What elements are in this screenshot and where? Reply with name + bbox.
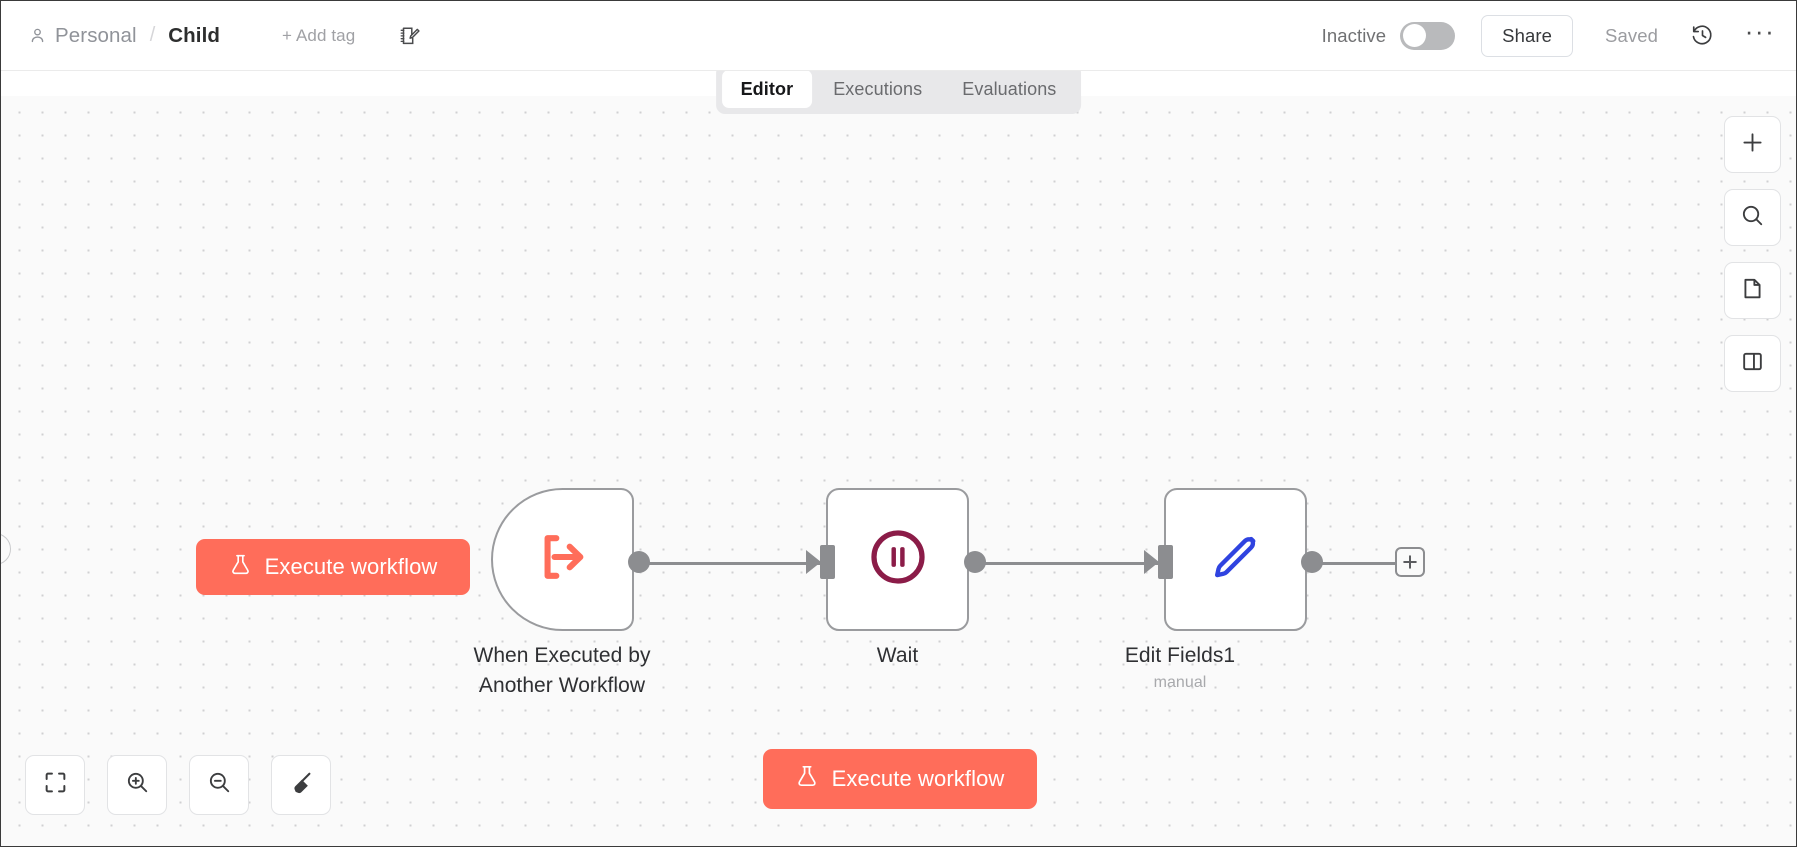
execute-workflow-node-label: Execute workflow [264,554,438,579]
node-output-handle-wait[interactable] [964,551,986,573]
add-node-button[interactable] [1724,116,1781,173]
execute-workflow-button[interactable]: Execute workflow [762,749,1037,809]
search-nodes-button[interactable] [1724,189,1781,246]
canvas-zoom-toolbar [25,755,331,815]
add-sticky-note-button[interactable] [1724,262,1781,319]
tidy-up-button[interactable] [271,755,331,815]
plus-icon [1740,130,1765,160]
breadcrumb-project[interactable]: Personal [55,23,137,47]
execute-workflow-node-button[interactable]: Execute workflow [196,539,470,595]
add-tag-button[interactable]: + Add tag [282,25,356,45]
person-icon [29,27,46,44]
sticky-note-icon [1740,276,1765,306]
save-status: Saved [1605,24,1658,46]
node-output-handle-trigger[interactable] [628,551,650,573]
history-icon[interactable] [1688,22,1716,50]
canvas-side-rail [1724,116,1781,392]
note-edit-icon[interactable] [397,23,423,49]
panel-layout-icon [1740,349,1765,379]
breadcrumb: Personal / Child [29,24,220,48]
node-subtitle-edit-fields1: manual [1153,674,1207,691]
pen-icon [1202,523,1270,596]
offscreen-node-indicator [1,533,11,565]
node-input-handle-edit-fields[interactable] [1158,545,1173,579]
execute-workflow-trigger-icon [529,523,597,596]
node-input-handle-wait[interactable] [820,545,835,579]
toggle-knob [1403,24,1427,47]
pause-circle-icon [866,525,930,594]
tab-editor[interactable]: Editor [721,70,813,108]
share-button[interactable]: Share [1481,14,1574,57]
execute-workflow-label: Execute workflow [831,766,1005,791]
node-output-handle-edit-fields[interactable] [1301,551,1323,573]
workflow-active-toggle[interactable] [1400,21,1456,50]
zoom-in-button[interactable] [107,755,167,815]
connection-wait-to-edit-fields[interactable] [983,562,1161,566]
node-when-executed-by-another-workflow[interactable] [491,488,634,631]
toggle-panel-button[interactable] [1724,335,1781,392]
flask-icon [795,764,819,794]
fit-view-icon [43,770,68,800]
workflow-canvas[interactable]: When Executed by Another Workflow Wait [1,96,1796,846]
zoom-out-icon [207,770,232,800]
add-node-inline-button[interactable] [1395,547,1425,577]
node-label-trigger: When Executed by Another Workflow [473,644,651,697]
workflow-active-label: Inactive [1321,24,1387,46]
node-input-arrow-wait [806,550,821,574]
node-label-edit-fields1: Edit Fields1 [1124,644,1236,667]
connection-trigger-to-wait[interactable] [647,562,822,566]
zoom-in-icon [125,770,150,800]
tab-executions[interactable]: Executions [833,78,923,99]
broom-icon [289,770,314,800]
node-input-arrow-edit-fields [1144,550,1159,574]
node-wait[interactable] [826,488,969,631]
breadcrumb-separator: / [149,24,156,46]
node-label-wait: Wait [876,644,919,667]
tab-evaluations[interactable]: Evaluations [962,78,1057,99]
view-tabs: Editor Executions Evaluations [715,64,1082,114]
zoom-out-button[interactable] [189,755,249,815]
fit-to-view-button[interactable] [25,755,85,815]
connection-edit-fields-to-add[interactable] [1319,562,1403,566]
header-actions: Inactive Share Saved ··· [1321,14,1776,57]
node-edit-fields1[interactable] [1164,488,1307,631]
flask-icon [229,553,252,582]
page-title[interactable]: Child [168,23,221,47]
app-header: Personal / Child + Add tag Inactive Shar… [1,1,1796,71]
more-options-icon[interactable]: ··· [1744,15,1776,46]
search-icon [1740,203,1765,233]
